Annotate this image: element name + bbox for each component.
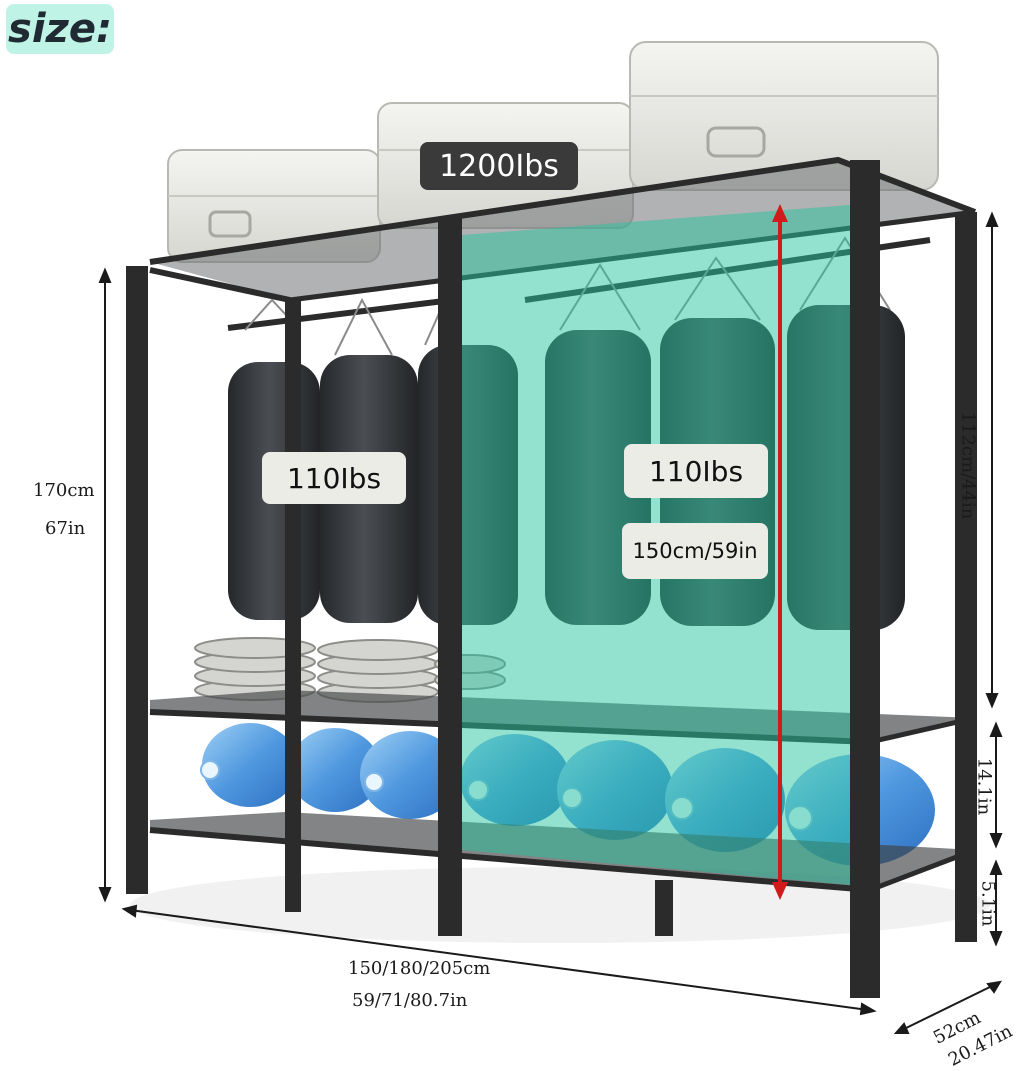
- width-in: 59/71/80.7in: [352, 990, 468, 1011]
- hanging-rod-left: [227, 297, 453, 331]
- size-tag: size:: [6, 4, 114, 54]
- total-height-cm: 170cm: [33, 480, 95, 501]
- left-bags-load-label: 110Ibs: [262, 452, 406, 504]
- right-bags-load-label: 110Ibs: [624, 444, 768, 498]
- inner-height-label: 150cm/59in: [622, 523, 768, 579]
- total-height-in: 67in: [45, 518, 86, 539]
- lower-section-height: 14.1in: [973, 757, 995, 816]
- top-shelf-rim: [149, 156, 977, 265]
- upper-section-height: 112cm/44in: [957, 411, 979, 520]
- inner-height-arrow: [772, 204, 788, 900]
- dimension-lines: [98, 211, 1003, 1034]
- top-shelf-load-label: 1200Ibs: [420, 142, 578, 190]
- width-cm: 150/180/205cm: [348, 958, 491, 979]
- leg-height: 5.1in: [977, 880, 999, 927]
- frame-posts: [126, 160, 977, 998]
